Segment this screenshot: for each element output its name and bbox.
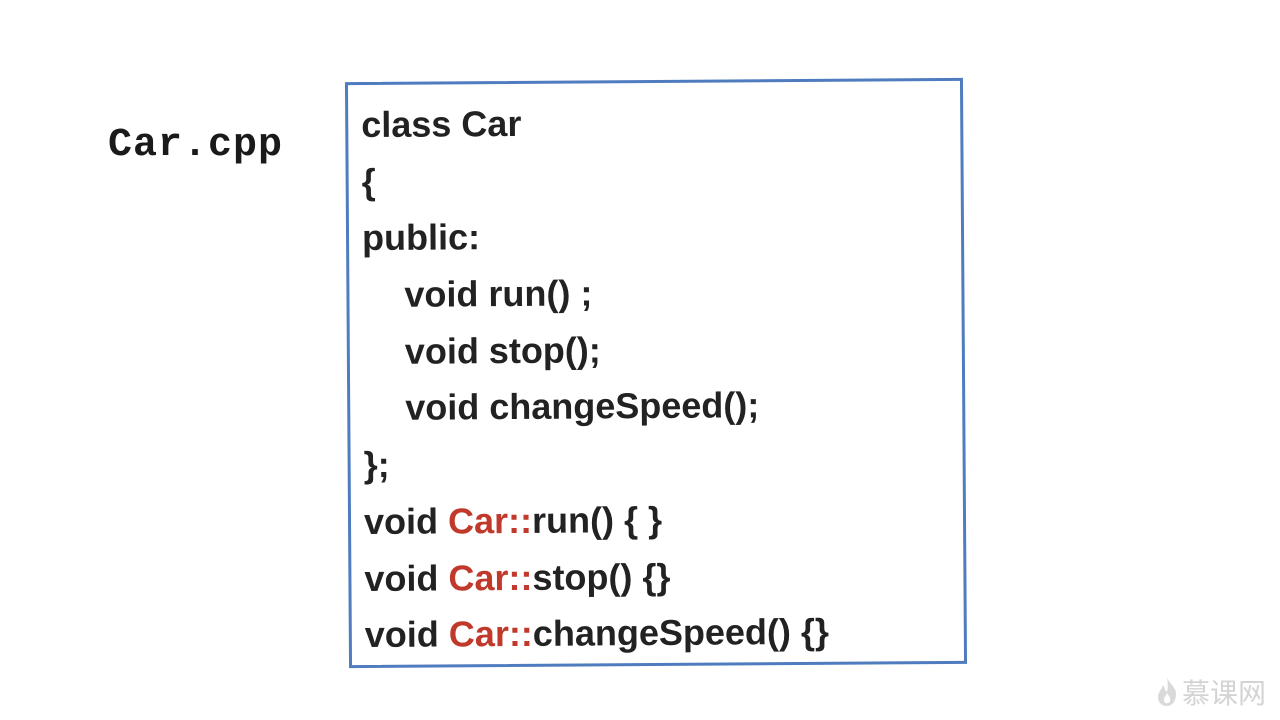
code-line-stop-def: void Car::stop() {} (364, 547, 828, 607)
code-token-class-name: Car (448, 556, 509, 598)
code-line-open-brace: { (361, 160, 376, 202)
code-box: class Car { public: void run() ; void st… (344, 77, 968, 669)
code-line-stop-decl: void stop(); (404, 329, 601, 372)
code-token-method: run() { } (531, 498, 663, 541)
code-token-scope: :: (508, 556, 533, 598)
code-line-changespeed-def: void Car::changeSpeed() {} (365, 604, 829, 664)
watermark: 慕课网 (1156, 672, 1266, 712)
flame-logo-icon (1156, 677, 1178, 707)
code-token-class-name: Car (447, 499, 509, 542)
code-line-public: public: (361, 216, 481, 259)
code-token-scope: :: (508, 613, 533, 655)
code-line-run-def: void Car::run() { } (364, 491, 828, 551)
code-token-method: stop() {} (532, 555, 671, 598)
code-line-close-brace: }; (363, 443, 390, 486)
code-block: class Car { public: void run() ; void st… (361, 94, 829, 664)
code-line-class-decl: class Car (361, 102, 522, 146)
code-token-keyword: void (363, 500, 449, 542)
file-name-label: Car.cpp (108, 123, 284, 168)
code-token-method: changeSpeed() {} (532, 610, 830, 655)
code-token-class-name: Car (448, 613, 510, 655)
code-token-keyword: void (364, 613, 449, 656)
watermark-text: 慕课网 (1181, 677, 1266, 710)
code-line-run-decl: void run() ; (404, 272, 593, 315)
code-token-scope: :: (507, 499, 533, 541)
code-line-changespeed-decl: void changeSpeed(); (405, 384, 760, 429)
code-token-keyword: void (364, 556, 449, 599)
